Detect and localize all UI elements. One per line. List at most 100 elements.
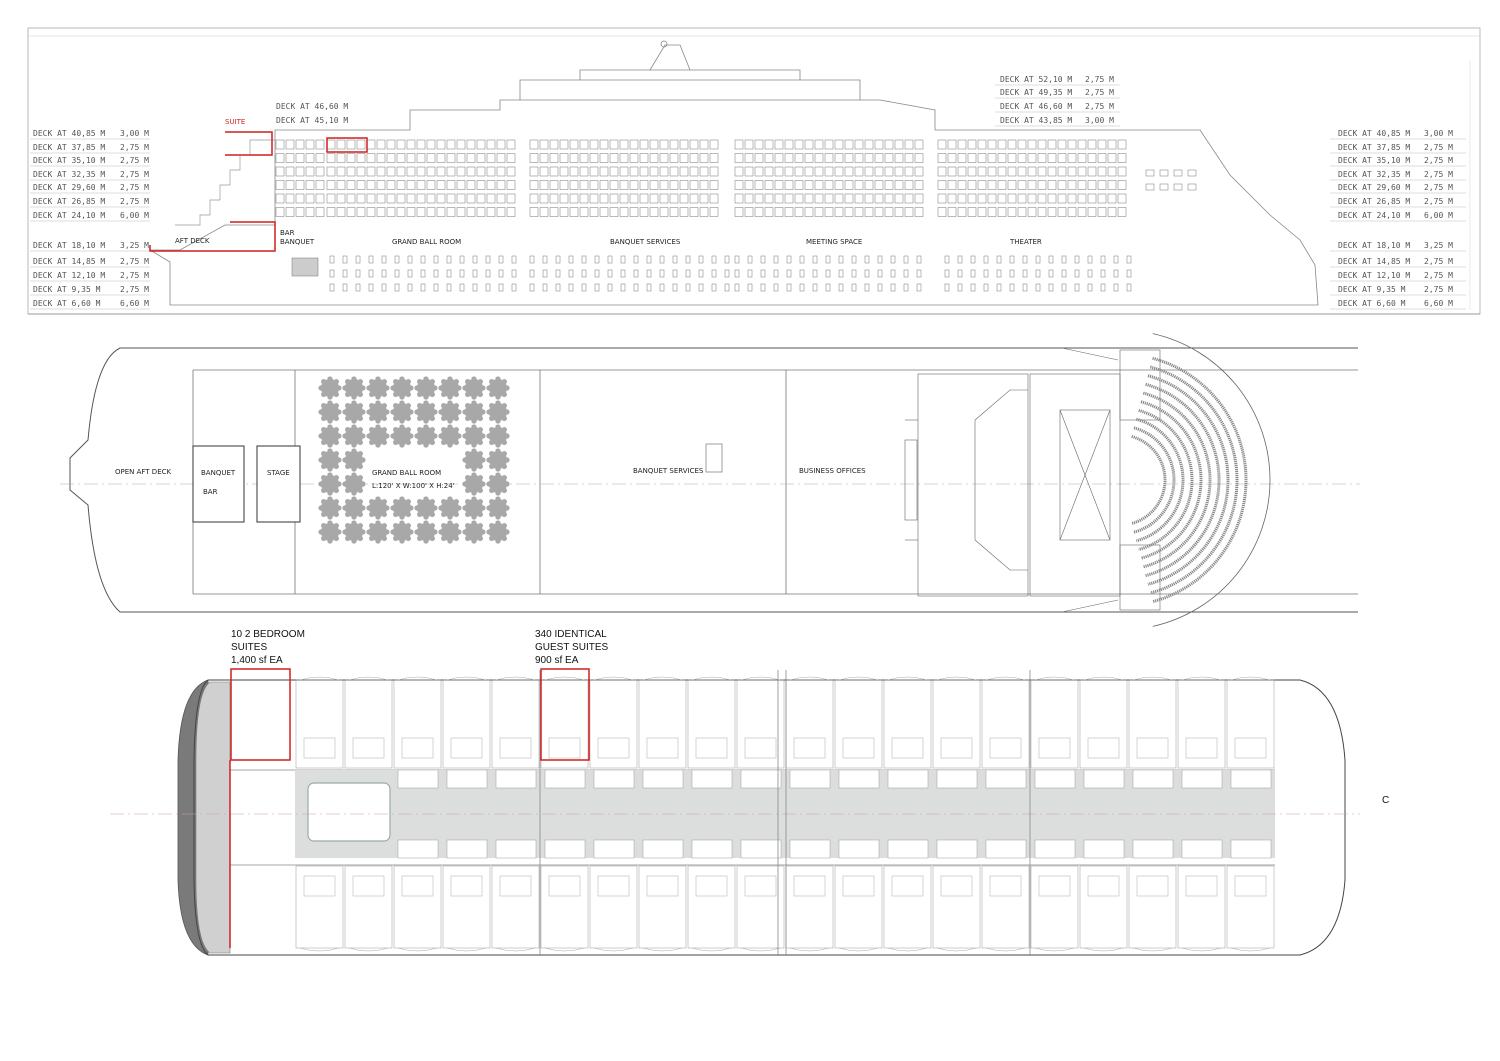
atrium-opening [307, 782, 391, 842]
round-table [438, 424, 462, 448]
right-deck-height: 3,00 M [1424, 129, 1453, 138]
right-deck-height: 2,75 M [1424, 143, 1453, 152]
right-deck-height: 2,75 M [1424, 170, 1453, 179]
upper-right-deck-height: 2,75 M [1085, 102, 1114, 111]
round-table [318, 424, 342, 448]
business-offices-label: BUSINESS OFFICES [799, 467, 866, 475]
round-table [390, 520, 414, 544]
upper-right-deck-label: DECK AT 49,35 M [1000, 88, 1072, 97]
guest-suite [736, 676, 785, 769]
elev-meeting-space-label: MEETING SPACE [806, 238, 862, 246]
left-deck-height: 2,75 M [120, 257, 149, 266]
guest-suite [491, 676, 540, 769]
bedroom-note-3: 1,400 sf EA [231, 655, 283, 666]
banquet-bar-label-1: BANQUET [201, 469, 236, 477]
round-table [438, 400, 462, 424]
upper-right-deck-height: 2,75 M [1085, 75, 1114, 84]
guest-suite [981, 865, 1030, 952]
right-deck-height: 6,00 M [1424, 211, 1453, 220]
banquet-bar-box [192, 445, 245, 523]
guest-suites [295, 670, 1275, 955]
ballroom-label: GRAND BALL ROOM [372, 469, 441, 477]
left-deck-height: 2,75 M [120, 156, 149, 165]
round-table [318, 472, 342, 496]
upper-left-deck-label-2: DECK AT 45,10 M [276, 116, 348, 125]
two-bedroom-suite-highlight [230, 668, 291, 761]
right-deck-label: DECK AT 6,60 M [1338, 299, 1406, 308]
left-deck-label: DECK AT 29,60 M [33, 183, 105, 192]
left-deck-label: DECK AT 14,85 M [33, 257, 105, 266]
right-deck-label: DECK AT 18,10 M [1338, 241, 1410, 250]
elev-banquet-services-label: BANQUET SERVICES [610, 238, 681, 246]
left-deck-label: DECK AT 37,85 M [33, 143, 105, 152]
suite-highlight [225, 131, 273, 156]
elevation-frame [27, 27, 1481, 315]
elevation-view: DECK AT 40,85 M 3,00 M DECK AT 37,85 M 2,75… [27, 27, 1481, 315]
round-table [414, 400, 438, 424]
left-deck-height: 2,75 M [120, 285, 149, 294]
round-table [414, 520, 438, 544]
left-deck-labels: DECK AT 40,85 M 3,00 M DECK AT 37,85 M 2,75… [33, 129, 149, 308]
guest-suite [981, 676, 1030, 769]
round-table [414, 424, 438, 448]
left-deck-height: 2,75 M [120, 170, 149, 179]
left-deck-height: 6,00 M [120, 211, 149, 220]
round-table [318, 520, 342, 544]
guest-note-2: GUEST SUITES [535, 642, 608, 653]
round-table [390, 376, 414, 400]
round-table [414, 496, 438, 520]
right-deck-label: DECK AT 9,35 M [1338, 285, 1406, 294]
left-deck-label: DECK AT 6,60 M [33, 299, 101, 308]
round-table [462, 448, 486, 472]
round-table [366, 424, 390, 448]
bedroom-note-2: SUITES [231, 642, 267, 653]
guest-suite [932, 676, 981, 769]
guest-suite [540, 865, 589, 952]
round-table [486, 472, 510, 496]
open-aft-deck-label: OPEN AFT DECK [115, 468, 172, 476]
bedroom-note-1: 10 2 BEDROOM [231, 629, 305, 640]
banquet-label: BANQUET [280, 238, 315, 246]
round-table [414, 376, 438, 400]
right-deck-height: 2,75 M [1424, 285, 1453, 294]
hull-profile [148, 99, 1319, 306]
round-table [486, 400, 510, 424]
upper-right-deck-label: DECK AT 46,60 M [1000, 102, 1072, 111]
right-deck-label: DECK AT 35,10 M [1338, 156, 1410, 165]
round-table [486, 424, 510, 448]
round-table [486, 496, 510, 520]
guest-suite [834, 865, 883, 952]
upper-right-deck-label: DECK AT 52,10 M [1000, 75, 1072, 84]
guest-suite [1079, 676, 1128, 769]
left-deck-label: DECK AT 40,85 M [33, 129, 105, 138]
guest-suite [785, 676, 834, 769]
round-table [438, 520, 462, 544]
round-table [318, 448, 342, 472]
stage-box [256, 445, 301, 523]
guest-suite [442, 865, 491, 952]
guest-note-3: 900 sf EA [535, 655, 579, 666]
left-deck-height: 3,00 M [120, 129, 149, 138]
guest-suite [1079, 865, 1128, 952]
round-table [318, 376, 342, 400]
plan-hull [69, 347, 1358, 613]
round-table [486, 448, 510, 472]
public-deck-plan: OPEN AFT DECK BANQUET BAR STAGE GRAND BA… [60, 333, 1360, 627]
guest-suite [883, 865, 932, 952]
round-table [486, 376, 510, 400]
round-table [462, 520, 486, 544]
guest-suite [589, 865, 638, 952]
guest-suite [638, 865, 687, 952]
right-deck-height: 2,75 M [1424, 197, 1453, 206]
left-deck-label: DECK AT 32,35 M [33, 170, 105, 179]
round-table [462, 400, 486, 424]
guest-suite [736, 865, 785, 952]
round-table [366, 376, 390, 400]
guest-suite [295, 865, 344, 952]
right-deck-label: DECK AT 26,85 M [1338, 197, 1410, 206]
left-deck-height: 2,75 M [120, 271, 149, 280]
round-table [462, 424, 486, 448]
guest-suite [589, 676, 638, 769]
